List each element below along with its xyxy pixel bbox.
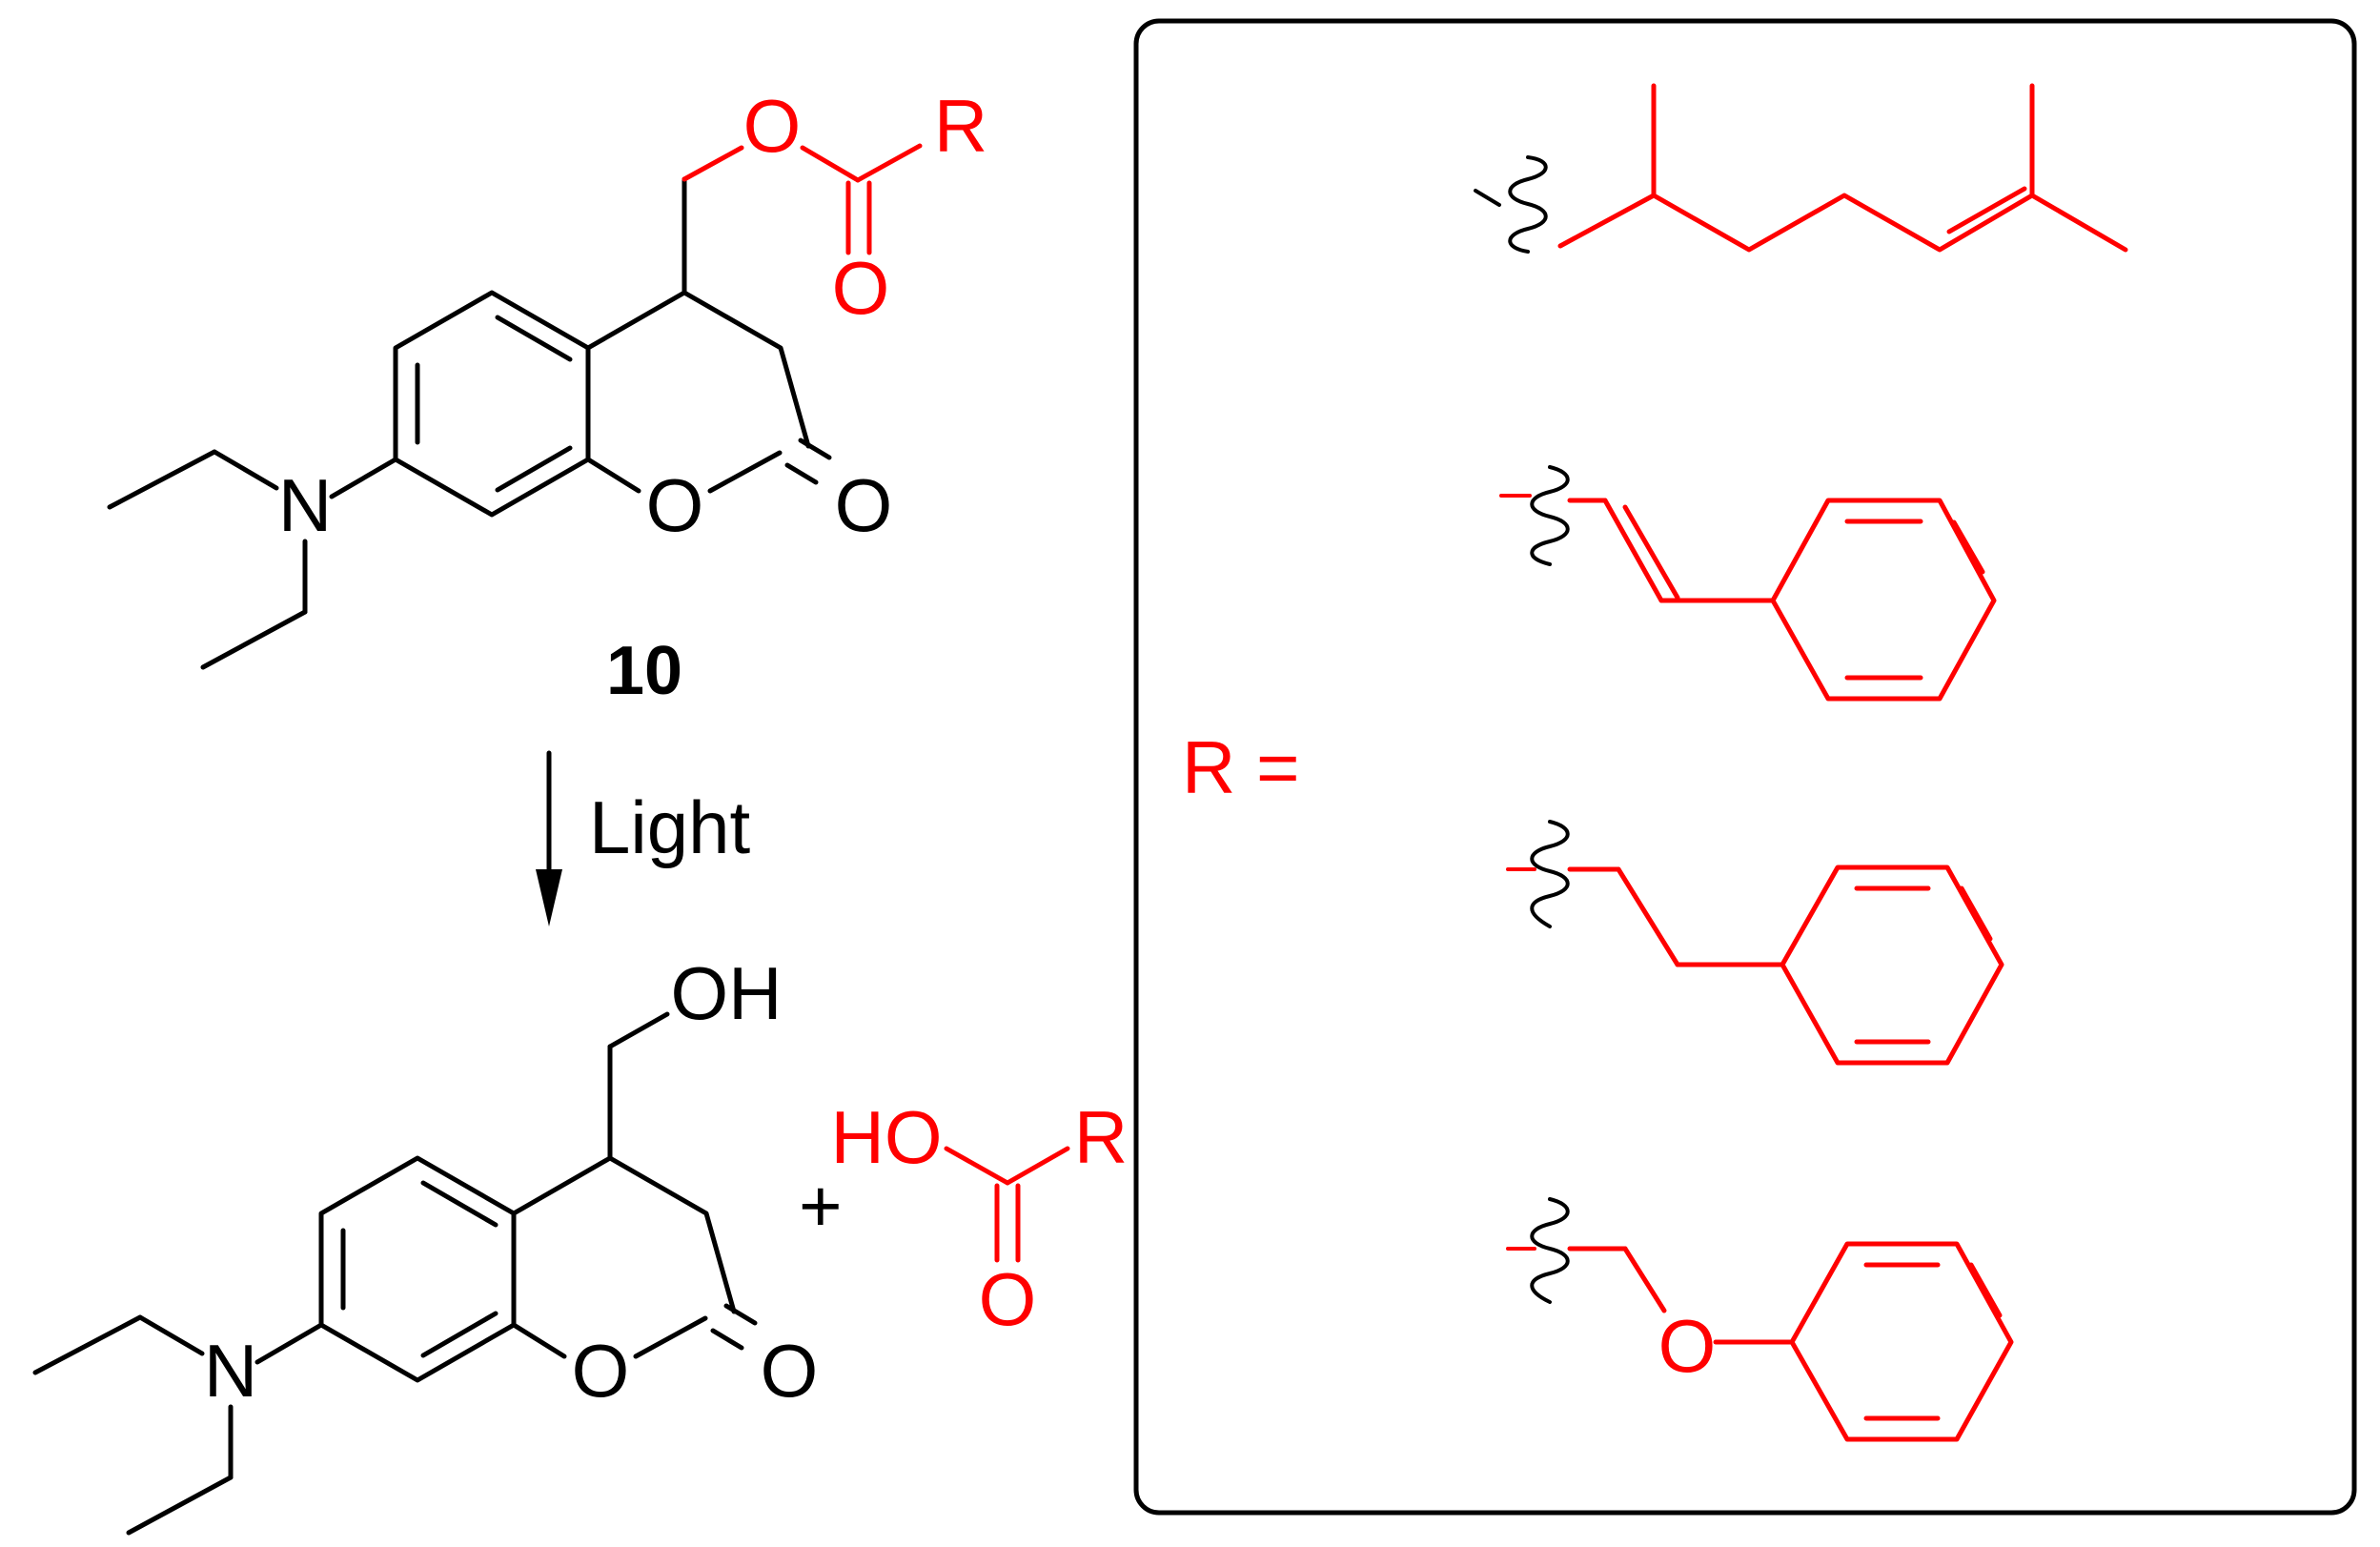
compound-10-amine-nitrogen: N	[278, 463, 332, 547]
compound-10-ester-carbonyl-oxygen: O	[832, 246, 890, 330]
r-group-panel-label: R =	[1182, 725, 1300, 809]
product-amine-nitrogen: N	[204, 1329, 257, 1413]
phenethyl-bonds	[1567, 865, 2004, 1066]
attachment-wavy-bond	[1508, 155, 1548, 254]
substituent-dimethylheptenyl	[1474, 83, 2128, 254]
compound-10-r-group: R	[934, 84, 987, 168]
compound-10-carbonyl-oxygen: O	[835, 463, 893, 547]
attachment-tick	[1474, 189, 1501, 207]
phenoxy-oxygen: O	[1658, 1304, 1717, 1388]
styryl-bonds	[1567, 498, 1997, 702]
compound-10-ester-bonds	[681, 143, 923, 255]
product-ring-oxygen: O	[572, 1329, 630, 1413]
compound-10-ring-oxygen: O	[646, 463, 704, 547]
product-alcohol-structure: N O O OH	[32, 951, 819, 1536]
compound-10-ester-oxygen: O	[743, 84, 802, 168]
product-carbonyl-oxygen: O	[761, 1329, 819, 1413]
reaction-condition: Light	[589, 785, 750, 869]
r-group-panel-frame	[1133, 18, 2357, 1516]
substituent-phenethyl	[1506, 820, 2004, 1066]
acid-r-group: R	[1074, 1095, 1128, 1179]
substituent-styryl	[1499, 465, 1997, 702]
dimethylheptenyl-bonds	[1557, 83, 2128, 253]
compound-10-structure: N O O O O R	[107, 84, 987, 670]
attachment-wavy-bond	[1530, 465, 1570, 566]
acid-carbonyl-oxygen: O	[979, 1257, 1037, 1341]
substituent-phenoxymethyl: O	[1506, 1197, 2014, 1442]
product-alcohol-bonds	[32, 1011, 758, 1536]
carboxylic-acid-bonds	[944, 1146, 1070, 1263]
attachment-wavy-bond	[1530, 820, 1570, 928]
carboxylic-acid-structure: HO R O	[831, 1095, 1129, 1341]
compound-label: 10	[606, 633, 682, 709]
product-hydroxyl: OH	[671, 951, 783, 1035]
compound-10-bonds	[107, 176, 832, 670]
phenoxymethyl-bonds	[1567, 1241, 2014, 1442]
reaction-arrow	[536, 750, 562, 926]
acid-hydroxyl: HO	[831, 1095, 943, 1179]
plus-sign: +	[799, 1164, 843, 1248]
attachment-wavy-bond	[1530, 1197, 1570, 1304]
